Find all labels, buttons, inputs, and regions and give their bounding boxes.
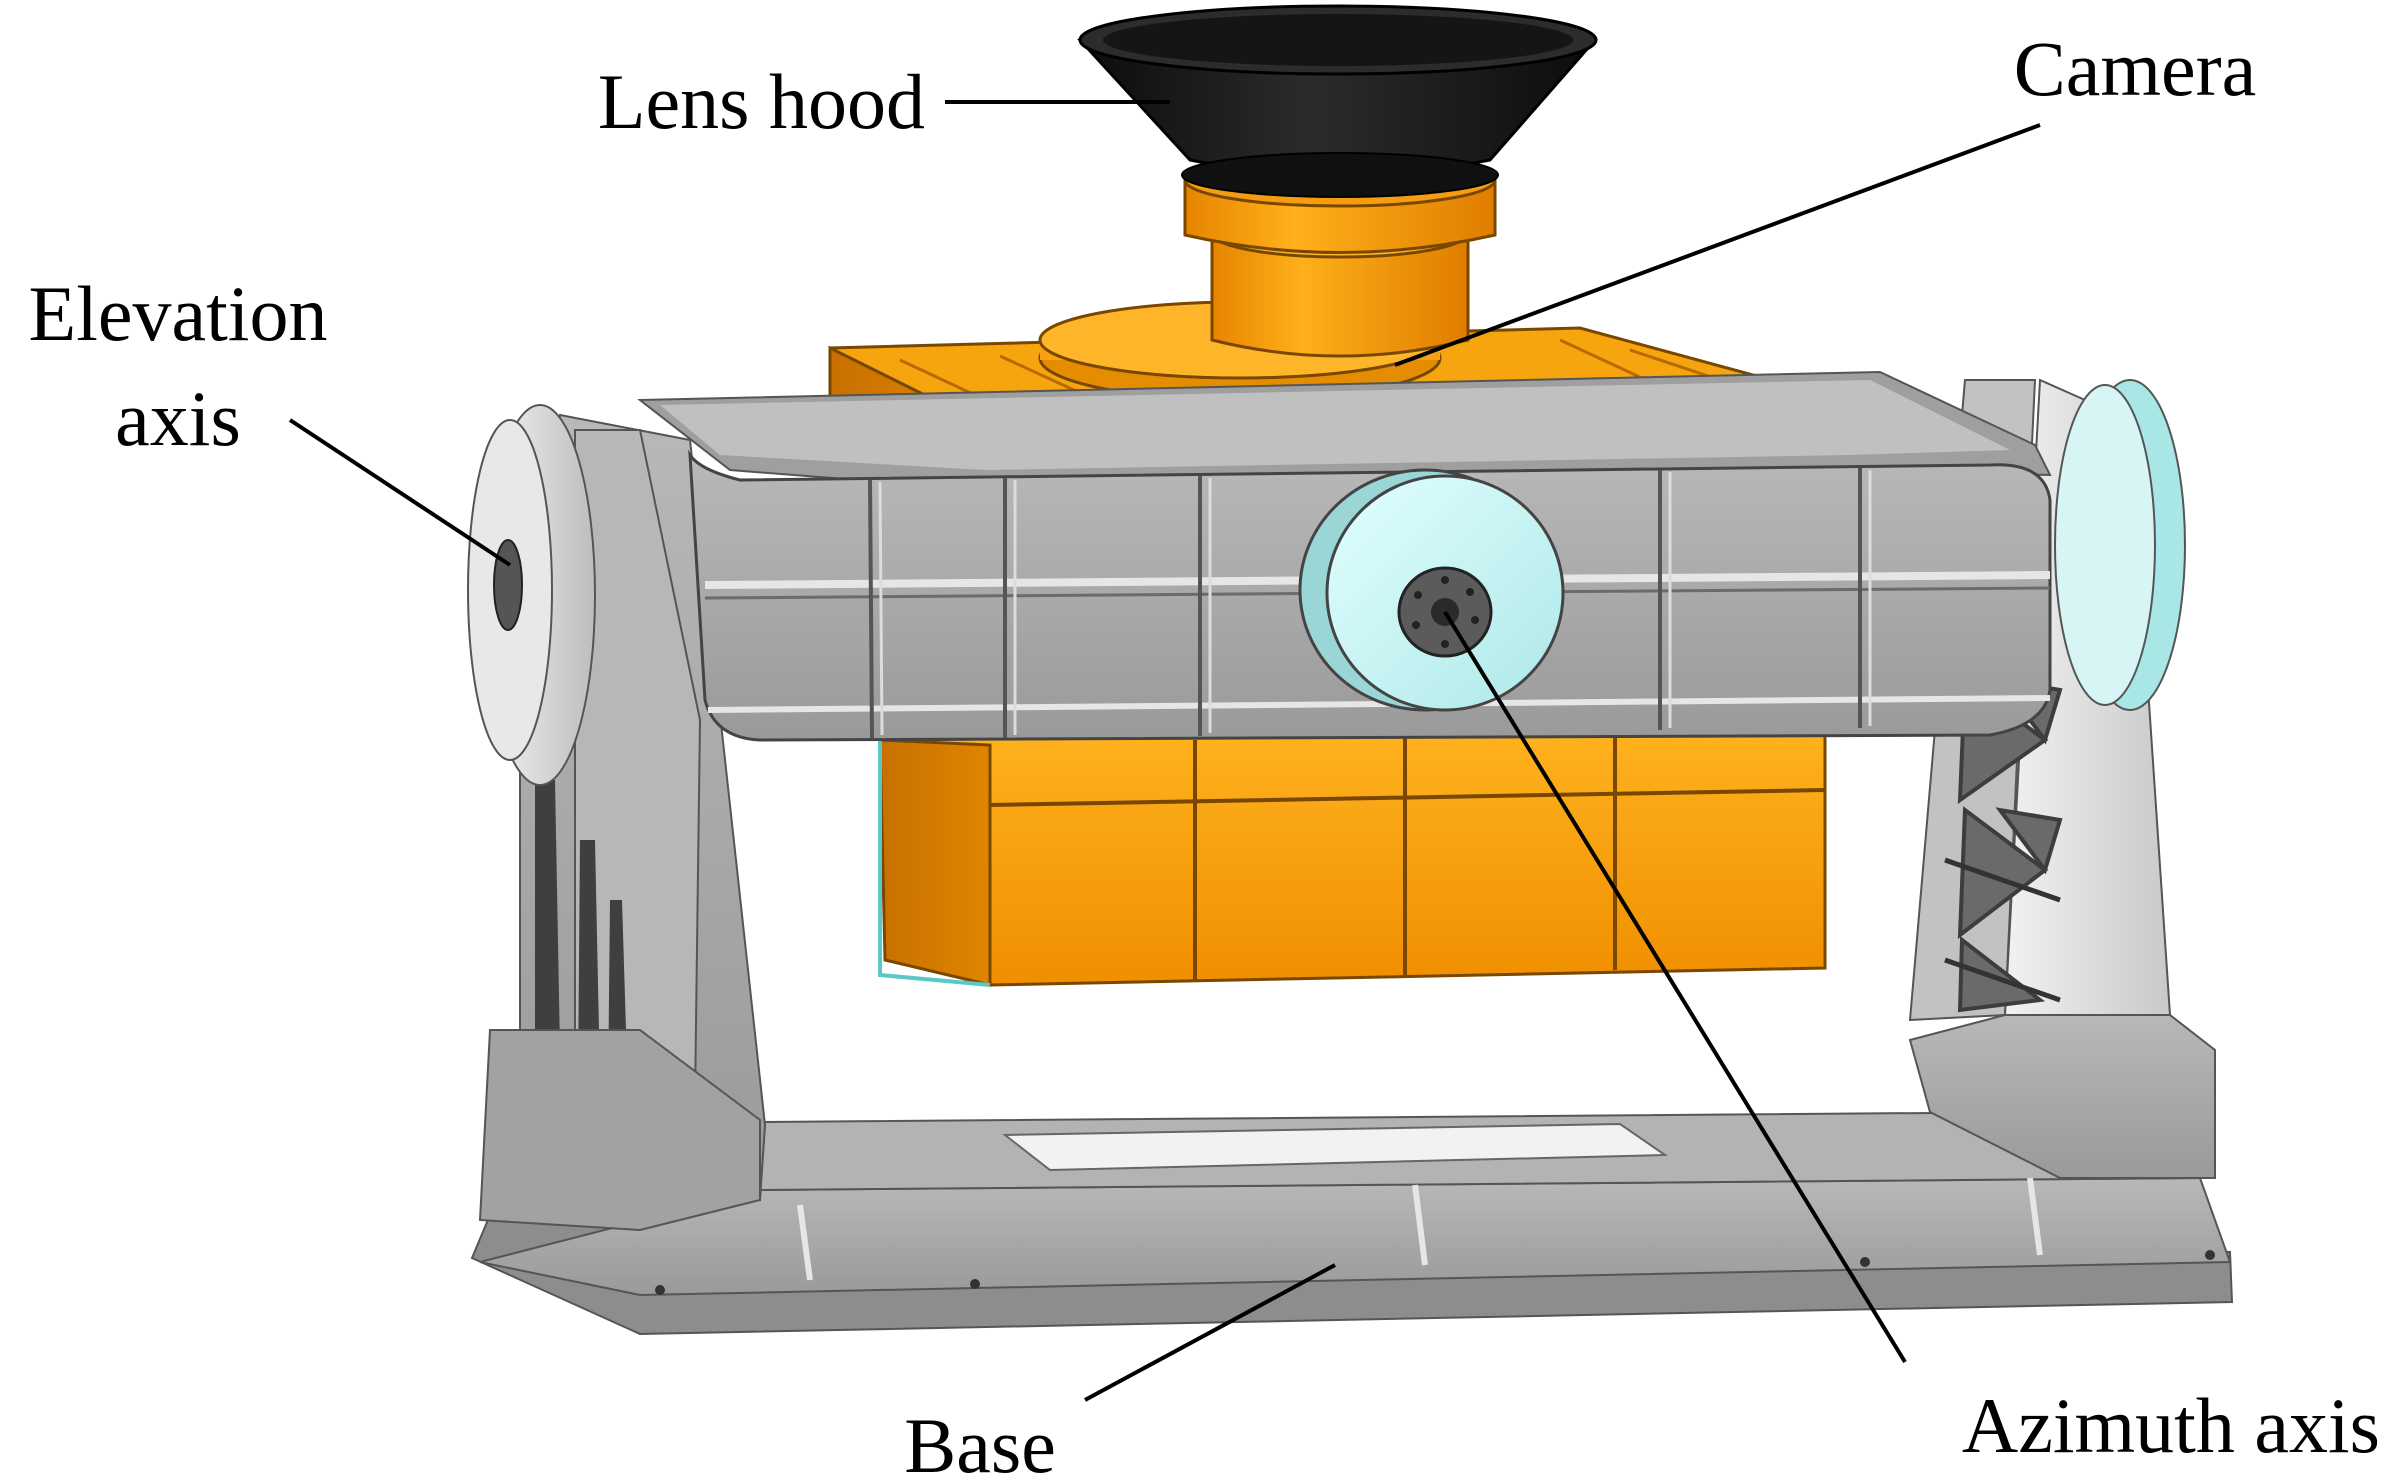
elevation-axis-label-line2: axis bbox=[115, 375, 241, 462]
elevation-axis-hub bbox=[493, 539, 523, 631]
azimuth-axis-label: Azimuth axis bbox=[1962, 1382, 2380, 1469]
azimuth-axis-leader bbox=[1443, 610, 1907, 1364]
right-support-bracket bbox=[1908, 378, 2216, 1179]
lens-hood-label: Lens hood bbox=[598, 58, 925, 145]
lens-hood bbox=[1077, 4, 1598, 198]
base-leader bbox=[1084, 1263, 1336, 1402]
base-label: Base bbox=[904, 1402, 1056, 1483]
base-nameplate bbox=[1002, 1122, 1669, 1172]
camera-label: Camera bbox=[2014, 25, 2257, 112]
elevation-axis-label-line1: Elevation bbox=[29, 270, 328, 357]
camera-leader bbox=[1394, 123, 2041, 367]
azimuth-axis-assembly bbox=[1298, 468, 1565, 712]
base-assembly bbox=[470, 1110, 2234, 1336]
elevation-axis-leader bbox=[288, 418, 512, 567]
leader-lines bbox=[288, 100, 2041, 1402]
